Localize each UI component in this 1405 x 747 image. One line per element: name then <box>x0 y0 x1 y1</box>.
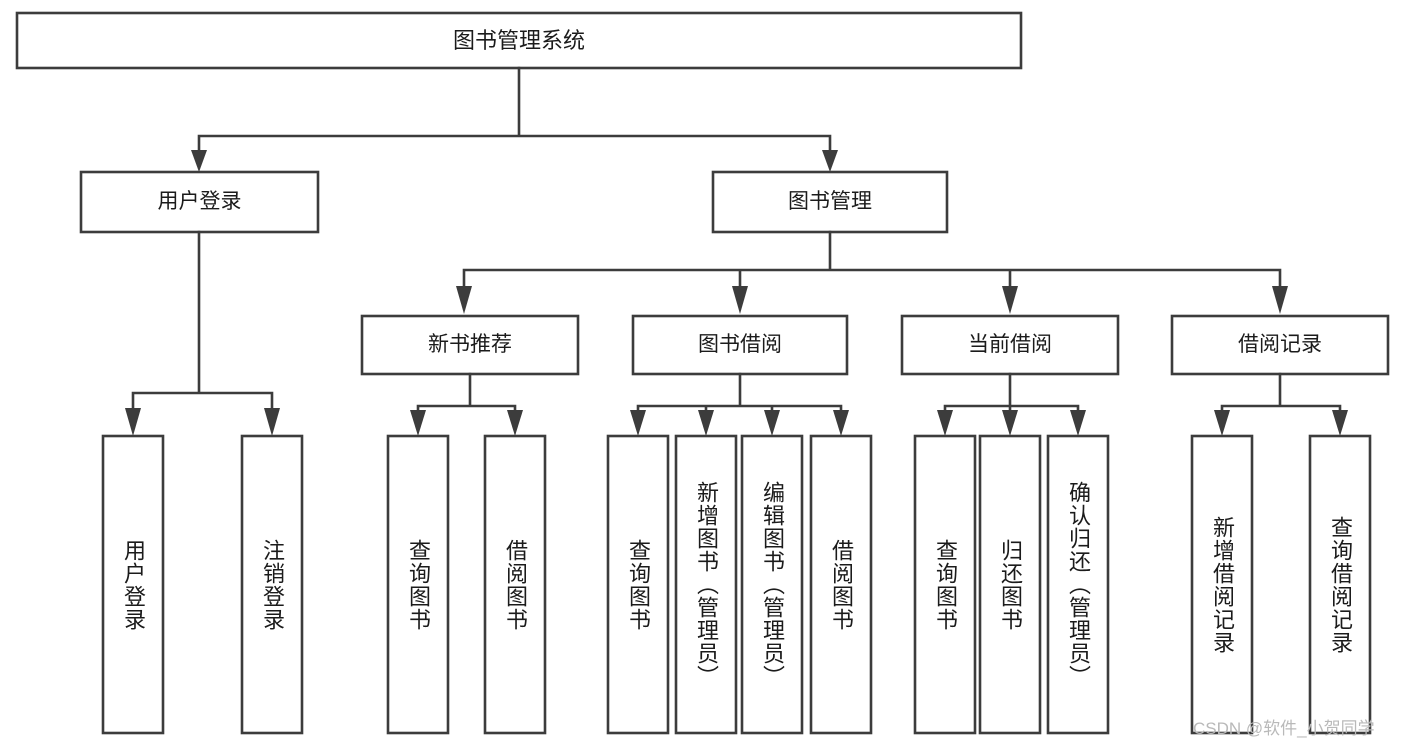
arrow-head-current-borrow <box>1002 286 1018 314</box>
arrow-head-borrow-record <box>1272 286 1288 314</box>
arrow-head-leaf-query-book-1 <box>410 410 426 436</box>
node-leaf-query-record-box[interactable] <box>1308 434 1372 735</box>
node-book-manage-box[interactable] <box>711 170 949 234</box>
node-leaf-query-book-3-box[interactable] <box>913 434 977 735</box>
csdn-watermark: CSDN @软件_小贺同学 <box>1193 719 1375 738</box>
connector-new-book-recommend-bus <box>416 372 517 414</box>
node-leaf-add-book-box[interactable] <box>674 434 738 735</box>
arrow-head-leaf-return-book <box>1002 410 1018 436</box>
node-leaf-borrow-book-2-box[interactable] <box>809 434 873 735</box>
arrow-head-user-login <box>191 150 207 172</box>
arrow-head-leaf-borrow-book-2 <box>833 410 849 436</box>
arrow-head-leaf-edit-book <box>764 410 780 436</box>
arrow-head-leaf-query-book-2 <box>630 410 646 436</box>
arrow-head-leaf-borrow-book-1 <box>507 410 523 436</box>
node-new-book-recommend-box[interactable] <box>360 314 580 376</box>
arrow-head-leaf-user-logout <box>264 408 280 436</box>
arrow-head-new-book-recommend <box>456 286 472 314</box>
node-leaf-confirm-return-box[interactable] <box>1046 434 1110 735</box>
connector-root-bus <box>197 66 832 154</box>
arrow-head-leaf-query-book-3 <box>937 410 953 436</box>
connector-book-manage-bus <box>462 230 1282 290</box>
arrow-head-leaf-query-record <box>1332 410 1348 436</box>
connector-user-login-bus <box>131 230 274 412</box>
node-user-login-box[interactable] <box>79 170 320 234</box>
node-leaf-add-record-box[interactable] <box>1190 434 1254 735</box>
node-leaf-return-book-box[interactable] <box>978 434 1042 735</box>
arrow-head-leaf-user-login <box>125 408 141 436</box>
node-leaf-user-logout-box[interactable] <box>240 434 304 735</box>
node-book-borrow-box[interactable] <box>631 314 849 376</box>
node-borrow-record-box[interactable] <box>1170 314 1390 376</box>
node-leaf-user-login-box[interactable] <box>101 434 165 735</box>
node-leaf-query-book-1-box[interactable] <box>386 434 450 735</box>
arrow-head-book-manage <box>822 150 838 172</box>
node-current-borrow-box[interactable] <box>900 314 1120 376</box>
node-leaf-borrow-book-1-box[interactable] <box>483 434 547 735</box>
node-leaf-edit-book-box[interactable] <box>740 434 804 735</box>
connector-current-borrow-bus <box>943 372 1080 414</box>
connector-book-borrow-bus <box>636 372 843 414</box>
connector-borrow-record-bus <box>1220 372 1342 414</box>
arrow-head-book-borrow <box>732 286 748 314</box>
arrow-head-leaf-confirm-return <box>1070 410 1086 436</box>
node-root-box[interactable] <box>15 11 1023 70</box>
arrow-head-leaf-add-record <box>1214 410 1230 436</box>
node-leaf-query-book-2-box[interactable] <box>606 434 670 735</box>
arrow-head-leaf-add-book <box>698 410 714 436</box>
